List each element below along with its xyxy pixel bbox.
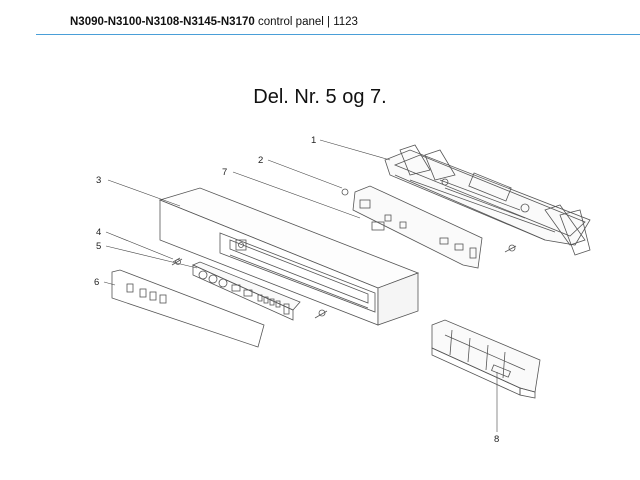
callout-5: 5 <box>96 241 101 252</box>
part-2-pcb <box>341 185 483 269</box>
callout-3: 3 <box>96 175 101 186</box>
header-models: N3090-N3100-N3108-N3145-N3170 <box>70 16 255 28</box>
part-8-bracket <box>431 319 541 399</box>
callout-labels: 1 2 3 4 5 6 7 8 <box>94 135 499 445</box>
screw <box>504 244 517 253</box>
screw <box>314 309 328 319</box>
part-1-frame <box>384 144 591 256</box>
leader-lines <box>103 139 498 432</box>
header-suffix: control panel | 1123 <box>257 16 358 28</box>
part-4-pin <box>172 257 181 263</box>
callout-4: 4 <box>96 227 101 238</box>
callout-2: 2 <box>258 155 263 166</box>
part-6-label-panel <box>111 269 265 348</box>
callout-7: 7 <box>222 167 227 178</box>
header-divider <box>36 34 640 35</box>
page-header: N3090-N3100-N3108-N3145-N3170 control pa… <box>70 16 358 28</box>
callout-8: 8 <box>494 434 499 445</box>
callout-1: 1 <box>311 135 316 146</box>
part-5-button-carrier <box>192 261 301 321</box>
callout-6: 6 <box>94 277 99 288</box>
page-title: Del. Nr. 5 og 7. <box>253 86 387 108</box>
part-3-housing <box>158 187 420 326</box>
